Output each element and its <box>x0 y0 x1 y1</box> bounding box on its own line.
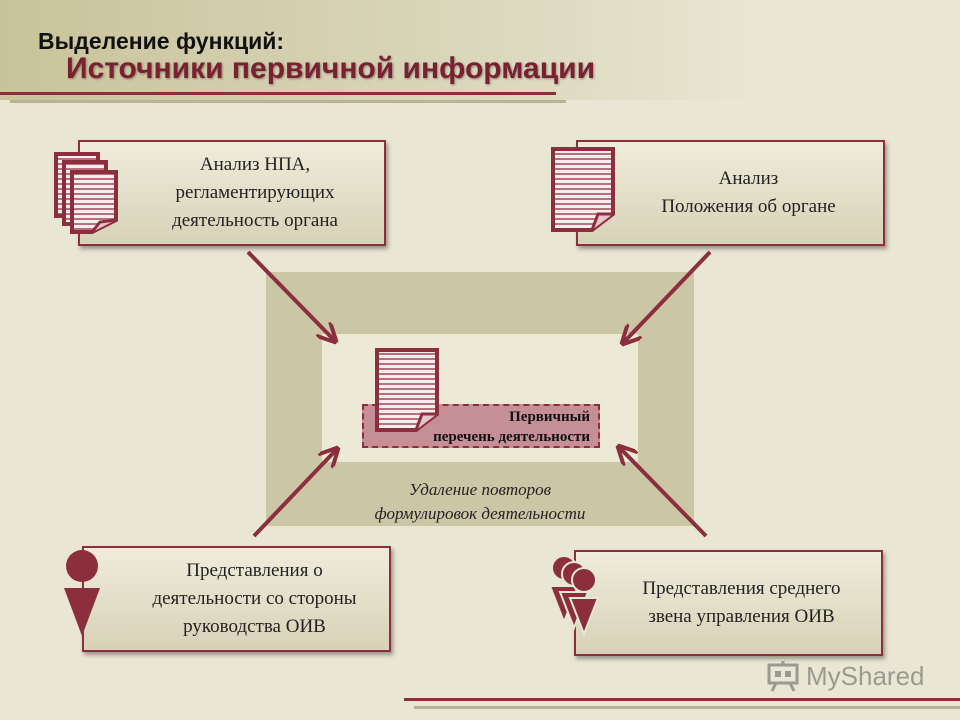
document-icon <box>551 147 615 232</box>
person-group-icon <box>548 555 600 637</box>
box-npa-analysis-line-3: деятельность органа <box>172 210 338 231</box>
arrow-from-middle-management <box>620 448 708 538</box>
box-npa-analysis: Анализ НПА, регламентирующих деятельност… <box>78 140 386 246</box>
slide-title: Источники первичной информации <box>66 52 596 85</box>
document-stack-icon <box>54 152 118 234</box>
header-band <box>0 0 960 100</box>
deduplication-caption: Удаление повторов формулировок деятельно… <box>322 478 638 526</box>
document-icon <box>375 348 439 432</box>
top-divider <box>0 92 556 95</box>
bottom-divider <box>404 698 960 701</box>
box-middle-management-views-line-2: звена управления ОИВ <box>648 606 835 627</box>
box-leadership-views-line-3: руководства ОИВ <box>183 616 326 637</box>
deduplication-caption-line-1: Удаление повторов <box>409 480 551 499</box>
watermark-text: MyShared <box>806 660 925 691</box>
arrow-from-leadership <box>252 450 336 538</box>
primary-activity-list-line-2: перечень деятельности <box>433 429 590 445</box>
box-regulation-analysis-line-1: Анализ <box>718 168 779 189</box>
box-npa-analysis-line-1: Анализ НПА, <box>199 154 311 175</box>
watermark: MyShared <box>766 656 936 696</box>
box-leadership-views: Представления о деятельности со стороны … <box>82 546 391 652</box>
presentation-icon <box>767 661 799 692</box>
arrow-from-npa <box>246 250 334 340</box>
top-divider-shadow <box>10 100 566 103</box>
box-regulation-analysis: Анализ Положения об органе <box>576 140 885 246</box>
box-leadership-views-line-2: деятельности со стороны <box>152 588 357 609</box>
box-middle-management-views-line-1: Представления среднего <box>642 578 841 599</box>
box-regulation-analysis-line-2: Положения об органе <box>661 196 836 217</box>
bottom-divider-shadow <box>414 706 960 709</box>
slide-supertitle: Выделение функций: <box>38 28 285 54</box>
person-icon <box>64 550 100 636</box>
box-npa-analysis-line-2: регламентирующих <box>175 182 335 203</box>
deduplication-caption-line-2: формулировок деятельности <box>374 504 586 523</box>
box-leadership-views-line-1: Представления о <box>186 560 323 581</box>
arrow-from-regulation <box>624 250 712 342</box>
box-middle-management-views: Представления среднего звена управления … <box>574 550 883 656</box>
primary-activity-list-line-1: Первичный <box>509 409 590 425</box>
